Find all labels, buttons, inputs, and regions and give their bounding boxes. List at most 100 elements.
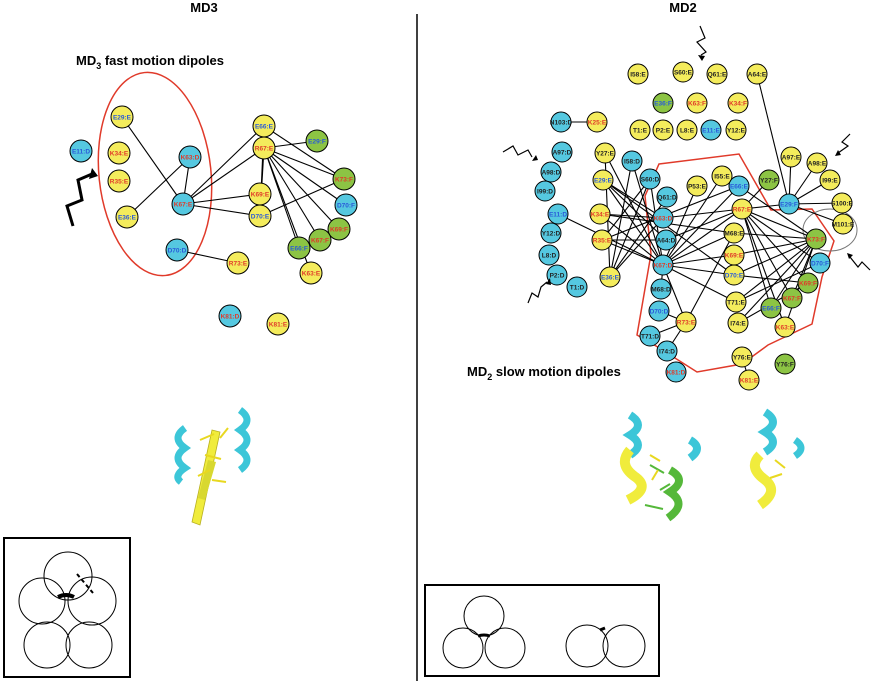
md2-node-label: T1:E bbox=[633, 127, 648, 134]
md2-edge bbox=[738, 185, 817, 240]
md2-edge bbox=[604, 152, 664, 266]
md2-edge bbox=[733, 232, 817, 240]
md2-node-label: P2:E bbox=[656, 127, 671, 134]
md2-node-label: E29:F bbox=[780, 201, 798, 208]
md2-node-label: E11:E bbox=[702, 127, 720, 134]
md3-node-label: E66:E bbox=[255, 123, 274, 130]
md3-node bbox=[252, 136, 276, 160]
md2-node bbox=[639, 325, 661, 347]
md2-node bbox=[627, 63, 649, 85]
md2-node-label: D70:D bbox=[650, 308, 669, 315]
md2-node bbox=[551, 141, 573, 163]
md2-node bbox=[665, 361, 687, 383]
md2-node bbox=[550, 111, 572, 133]
md2-node bbox=[805, 228, 827, 250]
lightning-arrow-icon bbox=[502, 145, 538, 161]
md3-node-label: K69:F bbox=[330, 226, 348, 233]
md2-node-label: D70:E bbox=[725, 272, 744, 279]
md2-node-label: I99:D bbox=[537, 188, 553, 195]
md2-node-label: M101:E bbox=[832, 221, 855, 228]
md2-node-label: E11:D bbox=[549, 211, 567, 218]
md2-node-label: T1:D bbox=[570, 284, 585, 291]
md2-node-label: I58:E bbox=[630, 71, 646, 78]
md2-node bbox=[686, 92, 708, 114]
md2-node bbox=[629, 119, 651, 141]
md2-node bbox=[652, 207, 674, 229]
md2-edge bbox=[741, 208, 809, 284]
md2-edge bbox=[609, 160, 633, 278]
md2-node bbox=[774, 316, 796, 338]
md2-node-label: Y76:E bbox=[733, 354, 752, 361]
md2-edge bbox=[733, 238, 817, 256]
slow-motion-label: MD2 slow motion dipoles bbox=[467, 364, 621, 382]
md2-node-label: P2:D bbox=[550, 272, 565, 279]
md2-node-label: I55:E bbox=[714, 173, 730, 180]
md2-node-label: K81:D bbox=[667, 369, 686, 376]
md3-node-label: D70:D bbox=[168, 247, 187, 254]
md2-node-label: A98:D bbox=[542, 169, 561, 176]
md2-node-label: Y12:D bbox=[542, 230, 561, 237]
md3-node bbox=[287, 236, 311, 260]
md3-node bbox=[332, 167, 356, 191]
md2-node-label: K67:F bbox=[783, 295, 801, 302]
md2-node bbox=[819, 169, 841, 191]
md2-node bbox=[731, 346, 753, 368]
md2-edge bbox=[733, 274, 809, 284]
md2-node bbox=[589, 203, 611, 225]
md2-node-label: A64:D bbox=[657, 237, 676, 244]
md3-node bbox=[266, 312, 290, 336]
md2-edge bbox=[662, 185, 740, 266]
fast-motion-label: MD3 fast motion dipoles bbox=[76, 53, 224, 71]
md2-node bbox=[538, 244, 560, 266]
md3-node-label: E66:F bbox=[290, 245, 308, 252]
circle-packing-schematic-left bbox=[3, 537, 131, 678]
md3-title: MD3 bbox=[190, 0, 217, 15]
protein-structure-md2-a bbox=[619, 411, 701, 522]
md3-cluster-outline bbox=[97, 71, 213, 277]
md2-node bbox=[774, 353, 796, 375]
md2-node bbox=[592, 169, 614, 191]
md2-node bbox=[809, 252, 831, 274]
md2-node-label: A98:E bbox=[808, 160, 827, 167]
md2-node-label: R35:E bbox=[593, 237, 612, 244]
circle-packing-schematic-right bbox=[424, 584, 660, 677]
md2-node-label: T71:D bbox=[641, 333, 659, 340]
md3-edge bbox=[263, 147, 345, 180]
md2-node bbox=[832, 213, 854, 235]
md2-edge bbox=[662, 208, 743, 266]
md2-edge bbox=[662, 264, 737, 303]
md3-edge bbox=[263, 147, 321, 241]
md2-edge bbox=[601, 178, 651, 241]
md2-node-label: Y27:F bbox=[760, 177, 778, 184]
md2-node bbox=[760, 297, 782, 319]
md3-node-label: K34:E bbox=[110, 150, 129, 157]
md3-node bbox=[305, 129, 329, 153]
md2-node bbox=[806, 152, 828, 174]
md3-node-label: R67:E bbox=[255, 145, 274, 152]
md2-node bbox=[780, 146, 802, 168]
md3-edge bbox=[126, 156, 191, 218]
md2-node-label: S60:D bbox=[641, 176, 660, 183]
md2-node-label: Q61:D bbox=[657, 194, 676, 201]
md2-edge bbox=[741, 208, 793, 299]
md2-edge bbox=[662, 264, 735, 276]
md3-edge bbox=[263, 125, 345, 180]
md2-node bbox=[686, 175, 708, 197]
md3-node-label: K81:E bbox=[269, 321, 288, 328]
md3-node-label: E36:E bbox=[118, 214, 137, 221]
md3-edge bbox=[182, 203, 261, 217]
md2-node bbox=[672, 61, 694, 83]
md2-node bbox=[758, 169, 780, 191]
md3-node-label: K67:E bbox=[174, 201, 193, 208]
md2-node bbox=[746, 63, 768, 85]
md3-node bbox=[69, 139, 93, 163]
md2-node bbox=[727, 312, 749, 334]
md3-node-label: E29:F bbox=[308, 138, 326, 145]
md2-edge bbox=[662, 175, 723, 266]
md2-node bbox=[706, 63, 728, 85]
md2-node-label: I74:D bbox=[659, 348, 675, 355]
md2-edge bbox=[737, 238, 817, 324]
md3-node bbox=[165, 238, 189, 262]
md2-node bbox=[652, 92, 674, 114]
